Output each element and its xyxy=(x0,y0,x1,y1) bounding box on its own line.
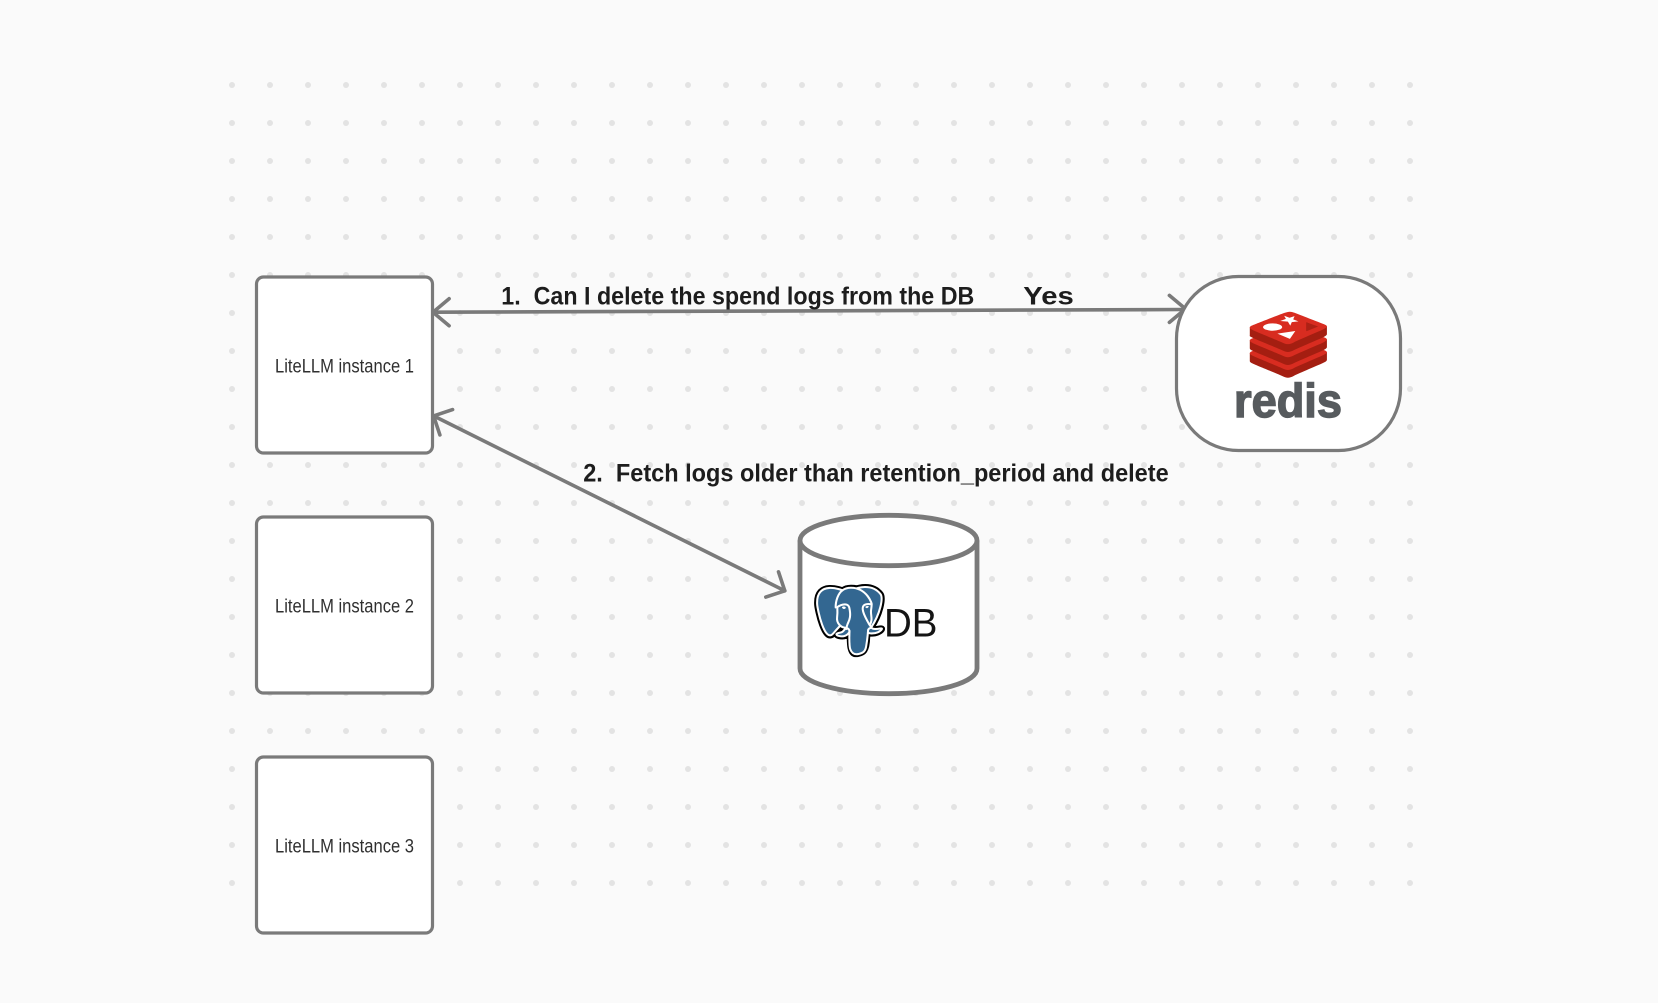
svg-text:Yes: Yes xyxy=(1023,283,1074,311)
svg-text:LiteLLM instance 2: LiteLLM instance 2 xyxy=(275,596,414,617)
svg-text:1. Can I delete the spend log: 1. Can I delete the spend logs from the … xyxy=(501,283,974,311)
svg-text:DB: DB xyxy=(884,601,938,645)
svg-text:redis: redis xyxy=(1234,374,1342,427)
svg-text:2. Fetch logs older than rete: 2. Fetch logs older than retention_perio… xyxy=(583,460,1169,488)
svg-text:LiteLLM instance 1: LiteLLM instance 1 xyxy=(275,356,414,377)
svg-text:LiteLLM instance 3: LiteLLM instance 3 xyxy=(275,836,414,857)
